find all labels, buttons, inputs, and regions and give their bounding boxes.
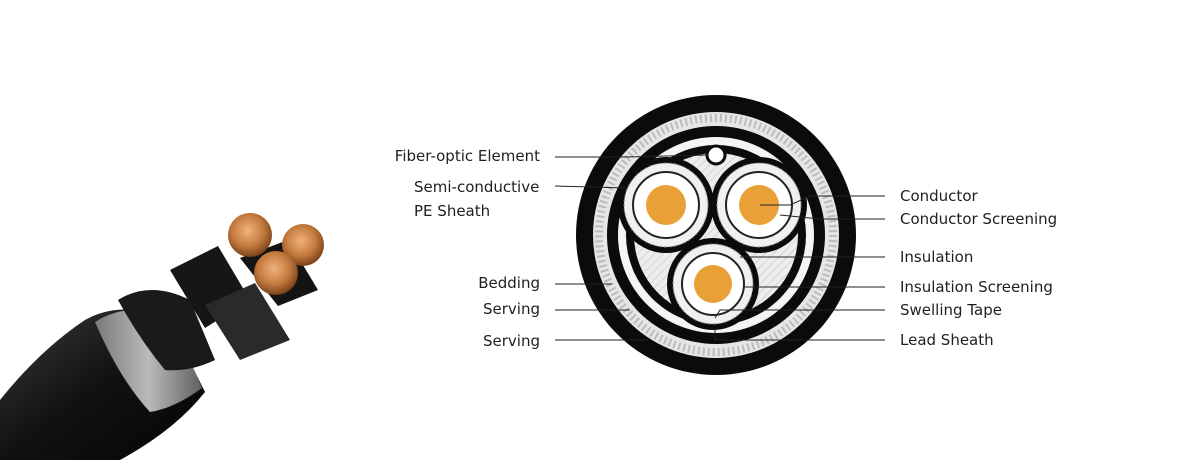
label-swelling-tape: Swelling Tape xyxy=(900,301,1002,319)
label-semi-conductive: Semi-conductive xyxy=(414,178,540,196)
leader-conductor-screening xyxy=(779,214,885,220)
label-pe-sheath: PE Sheath xyxy=(414,202,491,220)
leader-fiber-optic xyxy=(555,154,709,158)
label-fiber-optic-element: Fiber-optic Element xyxy=(394,147,540,165)
leader-semi-conductive xyxy=(554,185,627,189)
cable-copper-end-3 xyxy=(254,251,298,295)
cable-core-2 xyxy=(205,283,290,360)
core-bottom-conductor xyxy=(694,265,732,303)
label-conductor-screening: Conductor Screening xyxy=(900,210,1058,228)
label-bedding: Bedding xyxy=(478,274,540,292)
core-right-conductor xyxy=(739,185,779,225)
label-lead-sheath: Lead Sheath xyxy=(900,331,994,349)
leader-conductor xyxy=(760,195,885,206)
label-insulation-screening: Insulation Screening xyxy=(900,278,1053,296)
right-leader-lines xyxy=(714,195,885,341)
leader-lead-sheath xyxy=(714,330,885,341)
fiber-optic-element xyxy=(705,144,727,166)
left-leader-lines xyxy=(554,154,709,341)
cable-copper-end-1 xyxy=(228,213,272,257)
label-conductor: Conductor xyxy=(900,187,978,205)
label-serving-lower: Serving xyxy=(483,332,540,350)
leader-swelling-tape xyxy=(714,309,885,319)
label-serving-upper: Serving xyxy=(483,300,540,318)
cable-copper-end-2 xyxy=(282,224,324,266)
armour-wire-dotted xyxy=(595,114,837,356)
label-insulation: Insulation xyxy=(900,248,974,266)
core-left-conductor xyxy=(646,185,686,225)
cable-inner-sheath xyxy=(118,290,215,371)
